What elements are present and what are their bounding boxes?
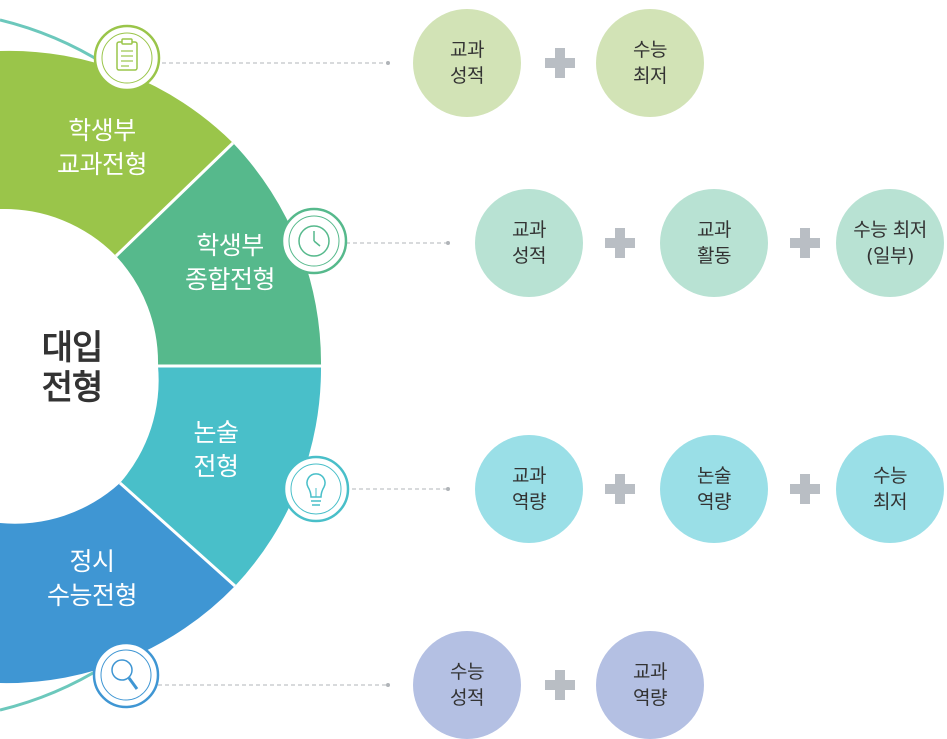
clock-icon [280,207,348,275]
connector-dot [386,61,390,65]
segment-divider [114,141,235,258]
magnifier-icon [92,641,160,709]
segment-jeongsi [0,483,235,684]
segment-divider [118,481,237,588]
segment-nonsul [120,366,322,586]
connector-dot [446,241,450,245]
segment-gyogwa [0,50,233,256]
connector-dot [386,683,390,687]
connector-dot [446,487,450,491]
lightbulb-icon [282,455,350,523]
segment-jonghap [116,143,322,366]
clipboard-icon [93,24,161,92]
center-circle [0,209,157,523]
